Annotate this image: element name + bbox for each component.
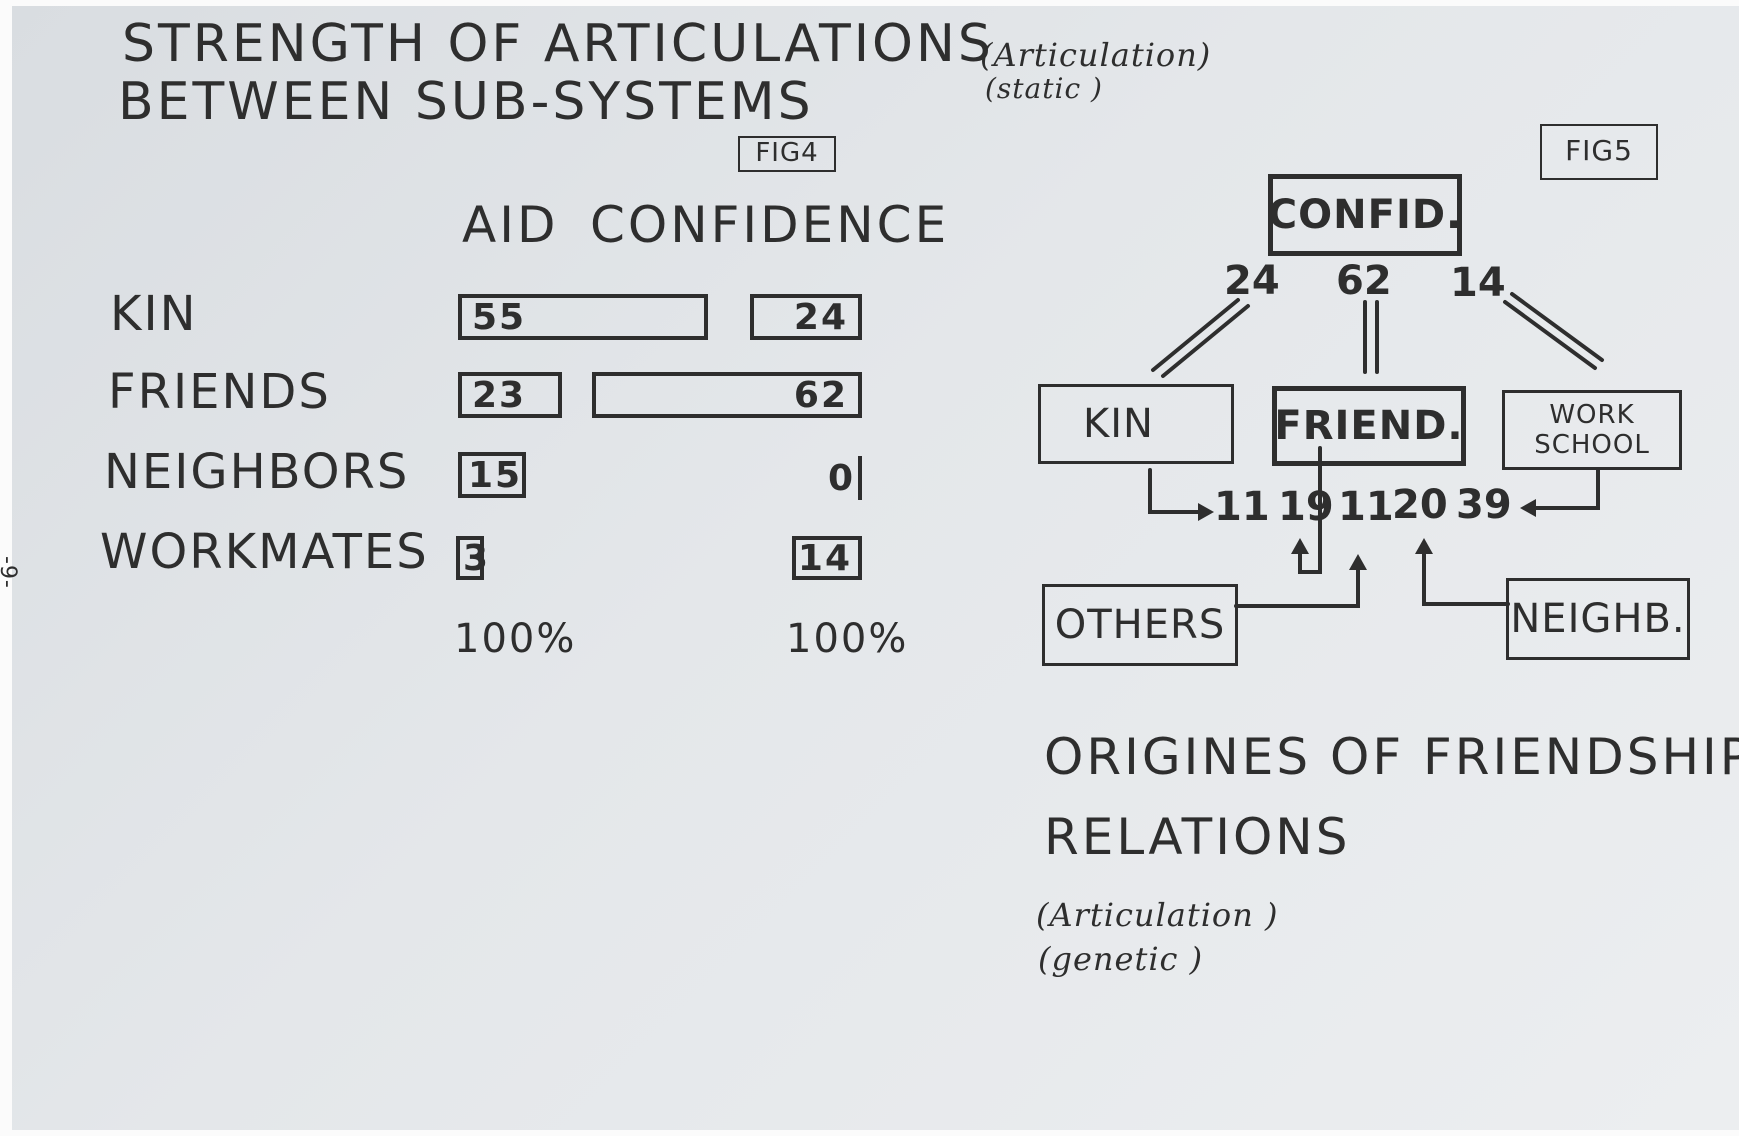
header-aid: AID <box>462 196 559 254</box>
origin-value-work: 39 <box>1456 482 1512 528</box>
aid-bar-friends: 23 <box>458 372 562 418</box>
total-aid: 100% <box>454 616 577 662</box>
fig5-tag: FIG5 <box>1540 124 1658 180</box>
paper-sheet <box>12 6 1739 1130</box>
fig4-title-line2: BETWEEN SUB-SYSTEMS <box>118 72 814 132</box>
fig5-note-line2: (genetic ) <box>1038 940 1204 978</box>
origin-value-neighb: 20 <box>1392 482 1448 528</box>
row-label-neighbors: NEIGHBORS <box>104 444 410 500</box>
confidence-bar-kin: 24 <box>750 294 862 340</box>
row-label-kin: KIN <box>110 286 198 342</box>
header-confidence: CONFIDENCE <box>590 196 950 254</box>
origin-value-middle: 11 <box>1338 484 1394 530</box>
node-kin: KIN <box>1038 384 1234 464</box>
confidence-bar-workmates: 14 <box>792 536 862 580</box>
confid-value-work: 14 <box>1450 260 1506 306</box>
aid-value-friends: 23 <box>472 374 527 416</box>
fig4-note-line2: (static ) <box>985 72 1103 105</box>
aid-bar-kin: 55 <box>458 294 708 340</box>
aid-bar-workmates: 3 <box>456 536 488 580</box>
row-label-friends: FRIENDS <box>108 364 331 420</box>
confidence-bar-neighbors: 0 <box>828 456 862 500</box>
confid-value-friend: 62 <box>1336 258 1392 304</box>
fig5-caption-line2: RELATIONS <box>1044 808 1351 866</box>
school-label: SCHOOL <box>1534 430 1650 460</box>
node-neighb: NEIGHB. <box>1506 578 1690 660</box>
confidence-value-friends: 62 <box>793 374 848 416</box>
fig4-title-line1: STRENGTH OF ARTICULATIONS <box>122 14 994 74</box>
fig5-note-line1: (Articulation ) <box>1036 896 1279 934</box>
origin-value-others: 19 <box>1278 484 1334 530</box>
row-label-workmates: WORKMATES <box>100 524 429 580</box>
node-work-school: WORK SCHOOL <box>1502 390 1682 470</box>
total-confidence: 100% <box>786 616 909 662</box>
fig5-caption-line1: ORIGINES OF FRIENDSHIP <box>1044 728 1739 786</box>
node-friend: FRIEND. <box>1272 386 1466 466</box>
confidence-value-workmates: 14 <box>797 537 852 579</box>
aid-bar-neighbors: 15 <box>458 452 526 498</box>
aid-value-neighbors: 15 <box>468 454 523 496</box>
confidence-bar-friends: 62 <box>592 372 862 418</box>
node-confid: CONFID. <box>1268 174 1462 256</box>
aid-value-workmates: 3 <box>463 537 491 579</box>
aid-value-kin: 55 <box>472 296 527 338</box>
confidence-value-kin: 24 <box>793 296 848 338</box>
work-label: WORK <box>1549 400 1635 430</box>
confidence-value-neighbors: 0 <box>827 457 855 499</box>
confid-value-kin: 24 <box>1224 258 1280 304</box>
origin-value-kin: 11 <box>1214 484 1270 530</box>
fig4-note-line1: (Articulation) <box>980 36 1212 74</box>
fig4-tag: FIG4 <box>738 136 836 172</box>
node-others: OTHERS <box>1042 584 1238 666</box>
